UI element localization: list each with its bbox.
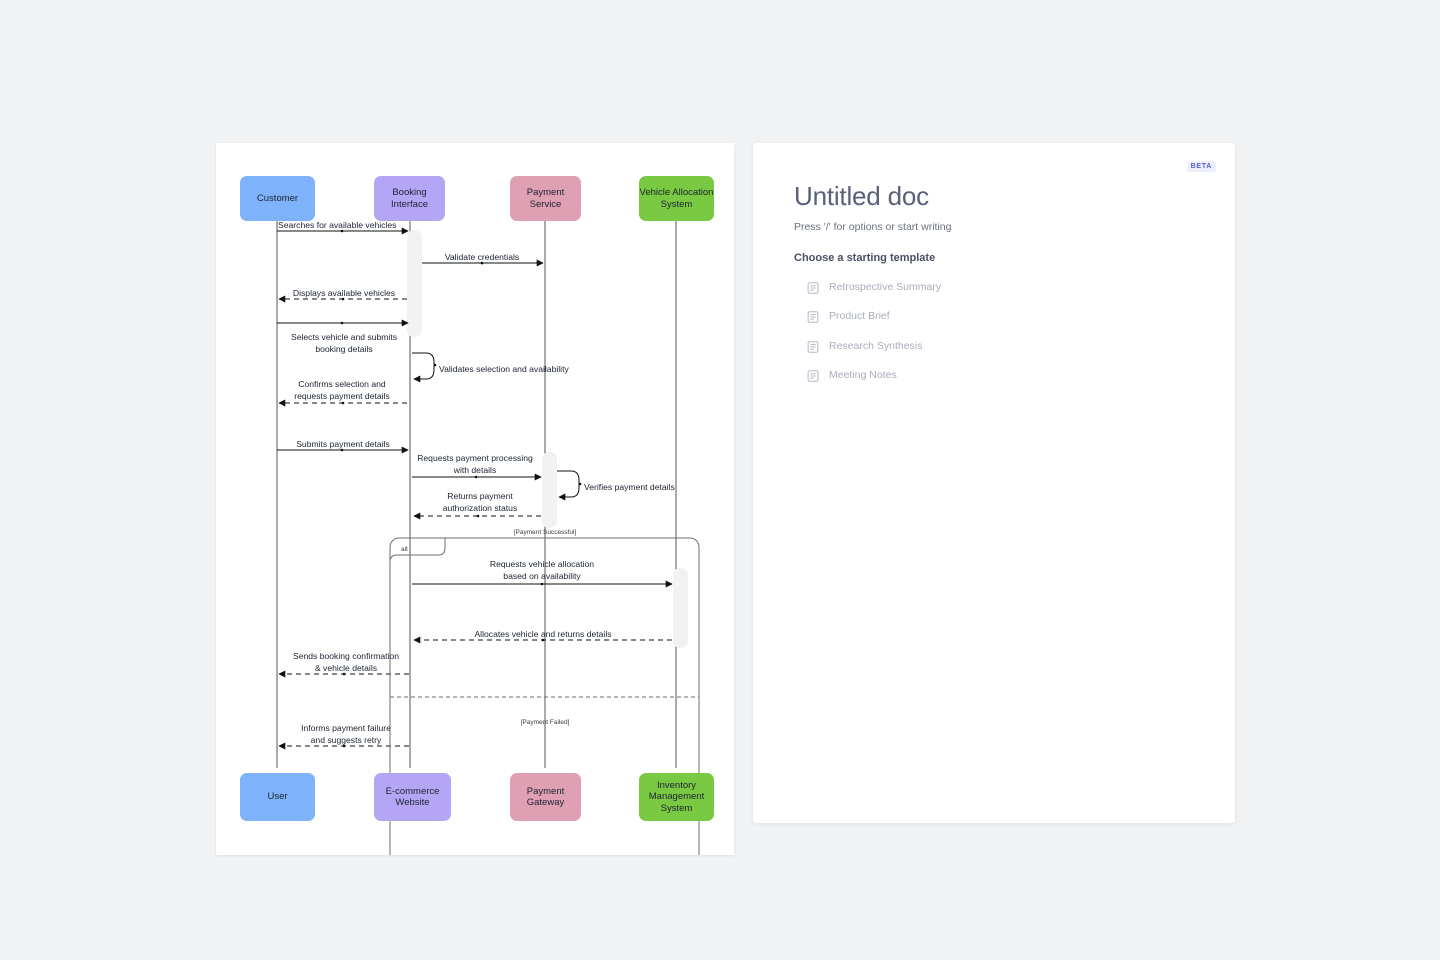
- participant-box-customer[interactable]: Customer: [240, 176, 315, 221]
- activation-booking-interface-1: [407, 230, 422, 337]
- template-label: Research Synthesis: [829, 339, 923, 352]
- label-m11-2: based on availability: [503, 571, 581, 581]
- activation-payment-service-1: [542, 452, 557, 528]
- label-m10-2: authorization status: [443, 503, 518, 513]
- template-label: Meeting Notes: [829, 369, 897, 381]
- participant-label: Booking Interface: [391, 187, 428, 210]
- document-editor-panel[interactable]: BETA Untitled doc Press '/' for options …: [753, 143, 1235, 823]
- participant-label: Vehicle Allocation System: [639, 187, 714, 210]
- label-m10-1: Returns payment: [447, 491, 513, 501]
- messages: [277, 227, 673, 750]
- template-item-research-synthesis[interactable]: Research Synthesis: [794, 335, 1205, 356]
- participant-box-vehicle-allocation-system[interactable]: Vehicle Allocation System: [639, 176, 714, 221]
- document-lines-icon: [807, 310, 819, 323]
- guard-payment-failed: [Payment Failed]: [521, 719, 570, 726]
- alt-fragment-operator-tab: [389, 538, 446, 563]
- sequence-diagram-svg[interactable]: Searches for available vehicles Validate…: [216, 143, 734, 855]
- participant-box-payment-service[interactable]: Payment Service: [510, 176, 581, 221]
- document-title[interactable]: Untitled doc: [794, 181, 929, 211]
- template-label: Retrospective Summary: [829, 280, 942, 293]
- message-arrow-m9: [557, 470, 580, 501]
- participant-label: E-commerce Website: [385, 785, 440, 808]
- label-m8-1: Requests payment processing: [417, 453, 533, 463]
- label-m11-1: Requests vehicle allocation: [490, 559, 594, 569]
- label-m6-1: Confirms selection and: [298, 379, 386, 389]
- label-m9: Verifies payment details: [584, 482, 675, 492]
- participant-box-payment-gateway[interactable]: Payment Gateway: [510, 773, 581, 821]
- editor-placeholder[interactable]: Press '/' for options or start writing: [794, 221, 952, 233]
- alt-fragment[interactable]: [389, 537, 700, 855]
- alt-operator-label: alt: [401, 546, 408, 553]
- label-m14-1: Informs payment failure: [301, 723, 391, 733]
- fragment-labels: alt [Payment Successful] [Payment Failed…: [401, 529, 576, 726]
- label-m4-1: Selects vehicle and submits: [291, 332, 397, 342]
- template-item-retrospective-summary[interactable]: Retrospective Summary: [794, 276, 1205, 297]
- document-lines-icon: [807, 369, 819, 382]
- beta-badge: BETA: [1186, 161, 1216, 172]
- message-labels: Searches for available vehicles Validate…: [278, 220, 675, 745]
- participant-label: User: [267, 791, 288, 803]
- label-m12: Allocates vehicle and returns details: [474, 629, 611, 639]
- label-m6-2: requests payment details: [294, 391, 390, 401]
- alt-fragment-frame: [389, 537, 700, 855]
- participant-box-ecommerce-website[interactable]: E-commerce Website: [374, 773, 451, 821]
- message-arrow-m5: [412, 352, 435, 383]
- activation-vehicle-allocation-1: [673, 568, 688, 648]
- diagram-canvas[interactable]: Searches for available vehicles Validate…: [216, 143, 734, 855]
- label-m2: Validate credentials: [445, 252, 519, 262]
- label-m13-2: & vehicle details: [315, 663, 377, 673]
- participant-label: Inventory Management System: [648, 780, 705, 814]
- participant-label: Payment Gateway: [526, 785, 565, 808]
- participant-box-booking-interface[interactable]: Booking Interface: [374, 176, 445, 221]
- participant-label: Payment Service: [526, 187, 565, 210]
- document-lines-icon: [807, 281, 819, 294]
- template-label: Product Brief: [829, 310, 890, 322]
- label-m1: Searches for available vehicles: [278, 220, 396, 230]
- template-item-meeting-notes[interactable]: Meeting Notes: [794, 365, 1205, 386]
- participant-box-inventory-management-system[interactable]: Inventory Management System: [639, 773, 714, 821]
- document-body[interactable]: Untitled doc Press '/' for options or st…: [794, 181, 1205, 394]
- template-item-product-brief[interactable]: Product Brief: [794, 306, 1205, 327]
- document-lines-icon: [807, 340, 819, 353]
- guard-payment-successful: [Payment Successful]: [514, 529, 577, 536]
- templates-heading: Choose a starting template: [794, 252, 936, 264]
- label-m3: Displays available vehicles: [293, 288, 395, 298]
- label-m4-2: booking details: [315, 344, 372, 354]
- label-m13-1: Sends booking confirmation: [293, 651, 399, 661]
- participant-box-user[interactable]: User: [240, 773, 315, 821]
- participant-label: Customer: [256, 192, 299, 204]
- label-m14-2: and suggests retry: [311, 735, 382, 745]
- activation-bars: [407, 230, 688, 648]
- label-m7: Submits payment details: [296, 439, 390, 449]
- label-m8-2: with details: [453, 465, 497, 475]
- label-m5: Validates selection and availability: [439, 364, 569, 374]
